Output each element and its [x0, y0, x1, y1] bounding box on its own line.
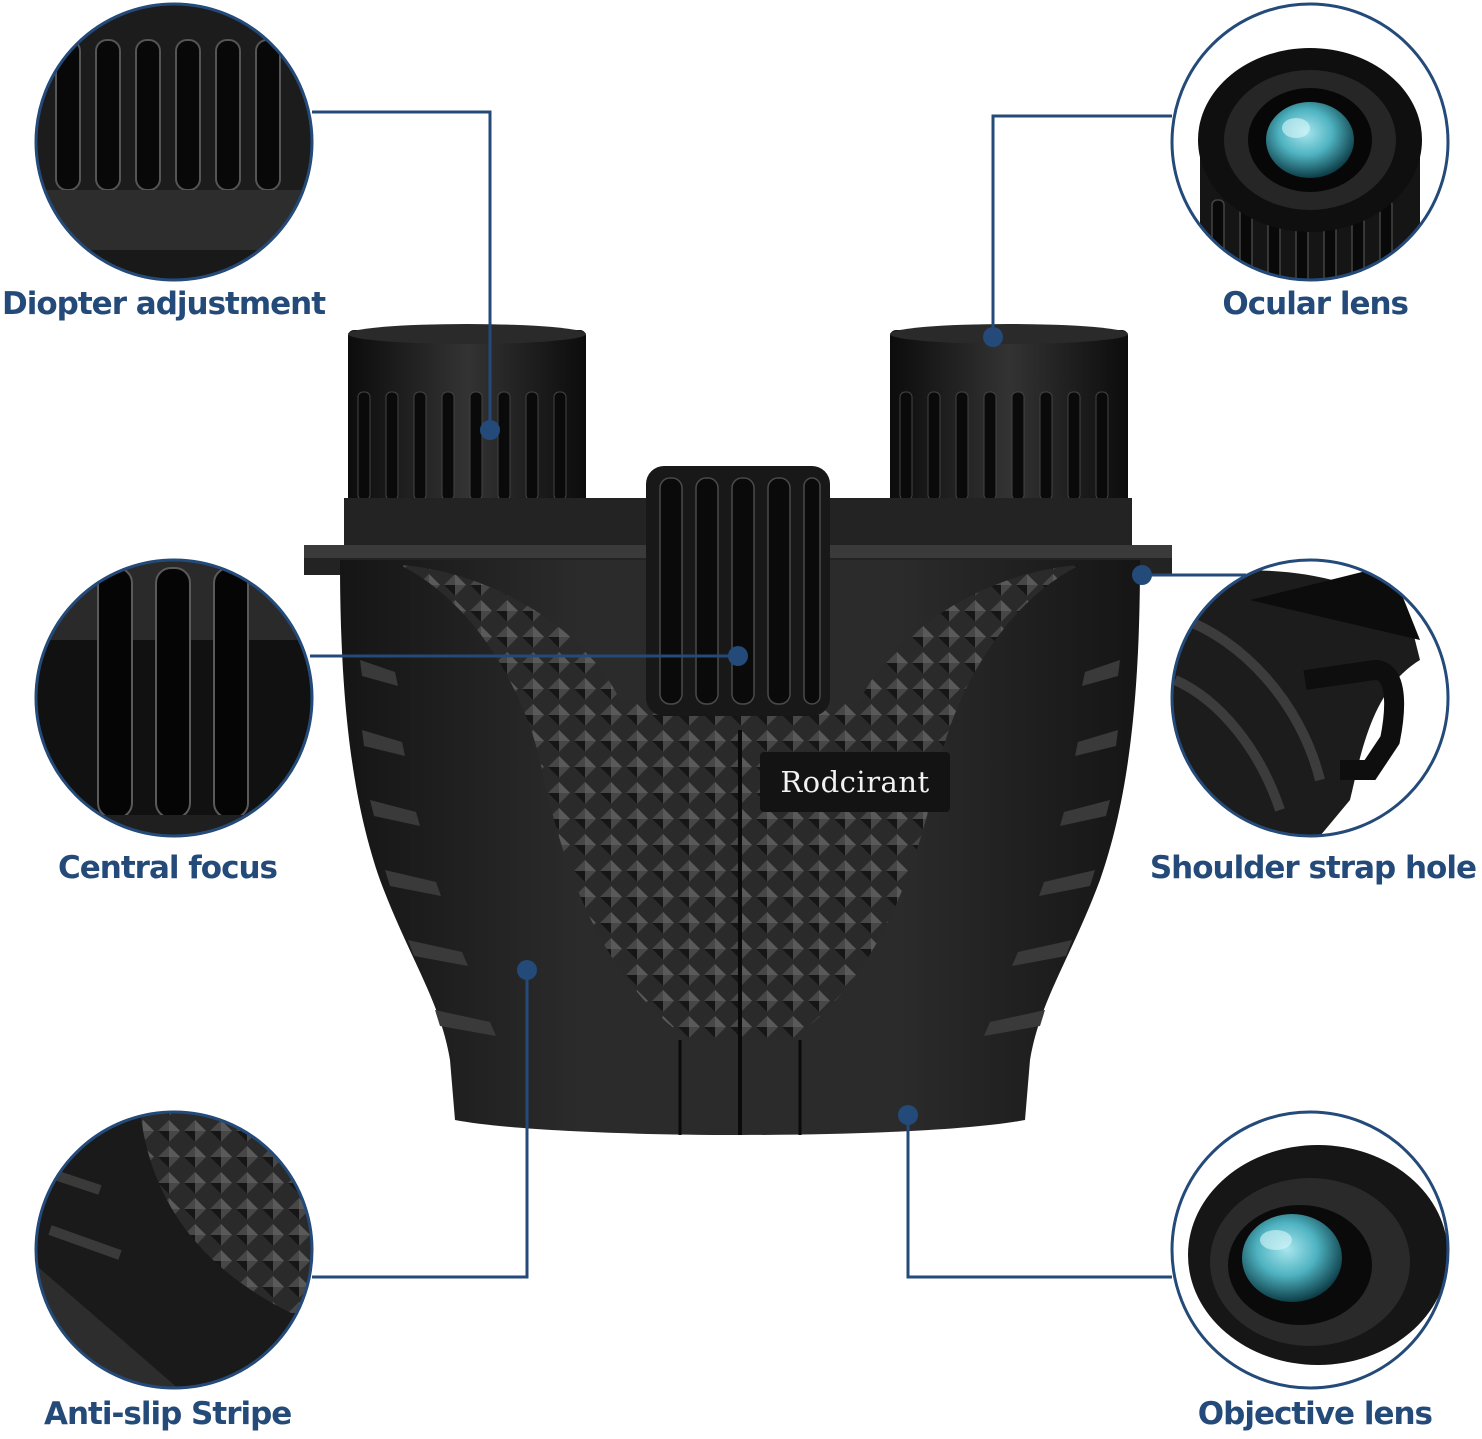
- label-objective-lens: Objective lens: [1197, 1396, 1433, 1432]
- brand-badge: [760, 752, 950, 812]
- callout-dots: [480, 327, 1152, 1125]
- detail-anti-slip-stripe: [34, 1110, 314, 1390]
- right-eyepiece: [890, 324, 1128, 510]
- left-eyepiece: [348, 324, 586, 510]
- connector-objective: [906, 1115, 1172, 1279]
- detail-ocular-lens: [1170, 2, 1450, 282]
- dot-central: [728, 646, 748, 666]
- detail-central-focus: [34, 558, 314, 838]
- dot-diopter: [480, 420, 500, 440]
- dot-objective: [898, 1105, 918, 1125]
- dot-ocular: [983, 327, 1003, 347]
- label-anti-slip-stripe: Anti-slip Stripe: [44, 1396, 292, 1432]
- dot-shoulder: [1132, 565, 1152, 585]
- label-shoulder-strap-hole: Shoulder strap hole: [1149, 850, 1477, 886]
- connector-ocular: [991, 114, 1172, 337]
- detail-shoulder-strap-hole: [1170, 558, 1450, 838]
- detail-diopter-adjustment: [34, 2, 314, 282]
- brand-logo: Rodcirant: [780, 765, 929, 799]
- dot-antislip: [517, 960, 537, 980]
- detail-objective-lens: [1170, 1110, 1450, 1390]
- label-ocular-lens: Ocular lens: [1222, 286, 1409, 322]
- connector-diopter: [312, 110, 492, 430]
- binocular-body: Rodcirant: [304, 324, 1172, 1135]
- label-diopter-adjustment: Diopter adjustment: [2, 286, 326, 322]
- connector-antislip: [312, 970, 529, 1279]
- label-central-focus: Central focus: [58, 850, 278, 886]
- callout-lines: [310, 110, 1246, 1279]
- central-focus-wheel: [646, 466, 830, 716]
